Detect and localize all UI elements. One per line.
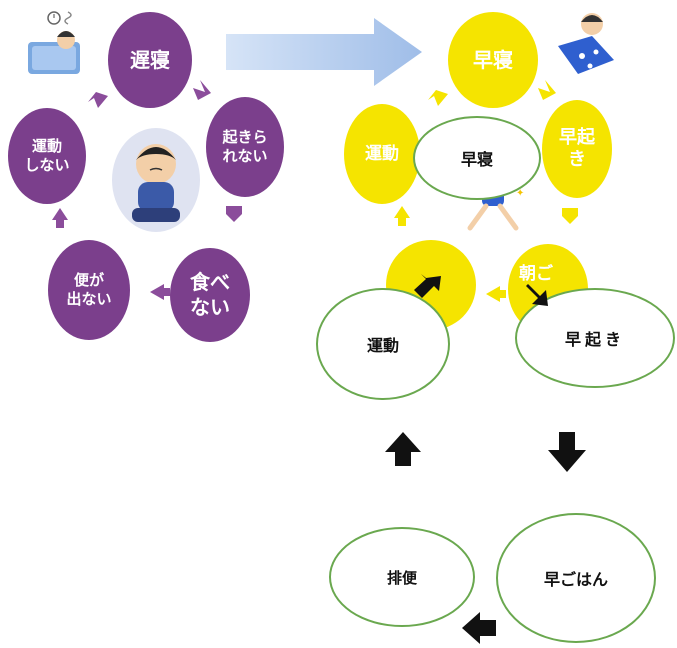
arrow-up	[385, 432, 421, 466]
overlay-early-sleep: 早寝	[413, 116, 541, 200]
overlay-exercise: 運動	[316, 288, 450, 400]
arrow-y-1	[538, 80, 556, 100]
sleeping-child-icon	[28, 11, 80, 74]
node-late-sleep: 遅寝	[108, 12, 192, 108]
arrow-down	[548, 432, 586, 472]
arrow-y-3-stem	[498, 290, 506, 298]
node-late-sleep-label: 遅寝	[130, 47, 170, 72]
arrow-wake-to-eat	[226, 206, 242, 222]
arrow-eat-to-stool-stem	[162, 288, 170, 296]
node-early-wake: 早起 き	[542, 100, 612, 198]
node-cannot-wake: 起きら れない	[206, 97, 284, 197]
node-no-exercise: 運動 しない	[8, 108, 86, 204]
node-early-wake-label: 早起 き	[559, 127, 595, 170]
sad-child-icon	[112, 128, 200, 232]
arrow-left	[462, 612, 496, 644]
left-cycle-arrows	[52, 80, 242, 300]
arrow-y-5	[428, 90, 448, 106]
node-exercise-yellow: 運動	[344, 104, 420, 204]
node-cannot-wake-label: 起きら れない	[222, 128, 268, 165]
svg-text:✦: ✦	[516, 188, 524, 199]
arrow-late-to-wake	[193, 80, 211, 100]
node-no-stool-label: 便が 出ない	[66, 271, 112, 308]
arrow-exercise-to-late	[88, 92, 108, 108]
arrow-y-3	[486, 286, 500, 302]
overlay-early-wake-label: 早起き	[564, 330, 625, 349]
overlay-early-sleep-label: 早寝	[460, 150, 493, 169]
sleeping-child-right-icon	[558, 13, 614, 74]
node-breakfast-yellow-label: 朝ご	[519, 263, 553, 284]
arrow-y-4	[394, 206, 410, 226]
overlay-stool-label: 排便	[386, 568, 417, 587]
big-right-arrow-icon	[226, 18, 422, 86]
node-not-eat: 食べ ない	[170, 248, 250, 342]
right-cycle-arrows	[394, 80, 578, 302]
arrow-stool-to-exercise	[52, 208, 68, 228]
arrow-y-2	[562, 208, 578, 224]
overlay-stool: 排便	[329, 527, 475, 627]
arrow-eat-to-stool	[150, 284, 164, 300]
overlay-breakfast: 早ごはん	[496, 513, 656, 643]
node-early-sleep-label: 早寝	[473, 48, 513, 72]
overlay-breakfast-label: 早ごはん	[543, 570, 608, 589]
arrow-diag-up-right	[414, 274, 441, 298]
node-not-eat-label: 食べ ない	[190, 270, 230, 319]
node-no-exercise-label: 運動 しない	[24, 137, 70, 174]
node-exercise-yellow-label: 運動	[365, 143, 399, 164]
overlay-exercise-label: 運動	[366, 336, 399, 355]
node-no-stool: 便が 出ない	[48, 240, 130, 340]
node-early-sleep: 早寝	[448, 12, 538, 108]
left-cycle: 遅寝 起きら れない 食べ ない 便が 出ない 運動 しない	[0, 0, 330, 360]
arrow-diag-down-right	[526, 284, 548, 306]
